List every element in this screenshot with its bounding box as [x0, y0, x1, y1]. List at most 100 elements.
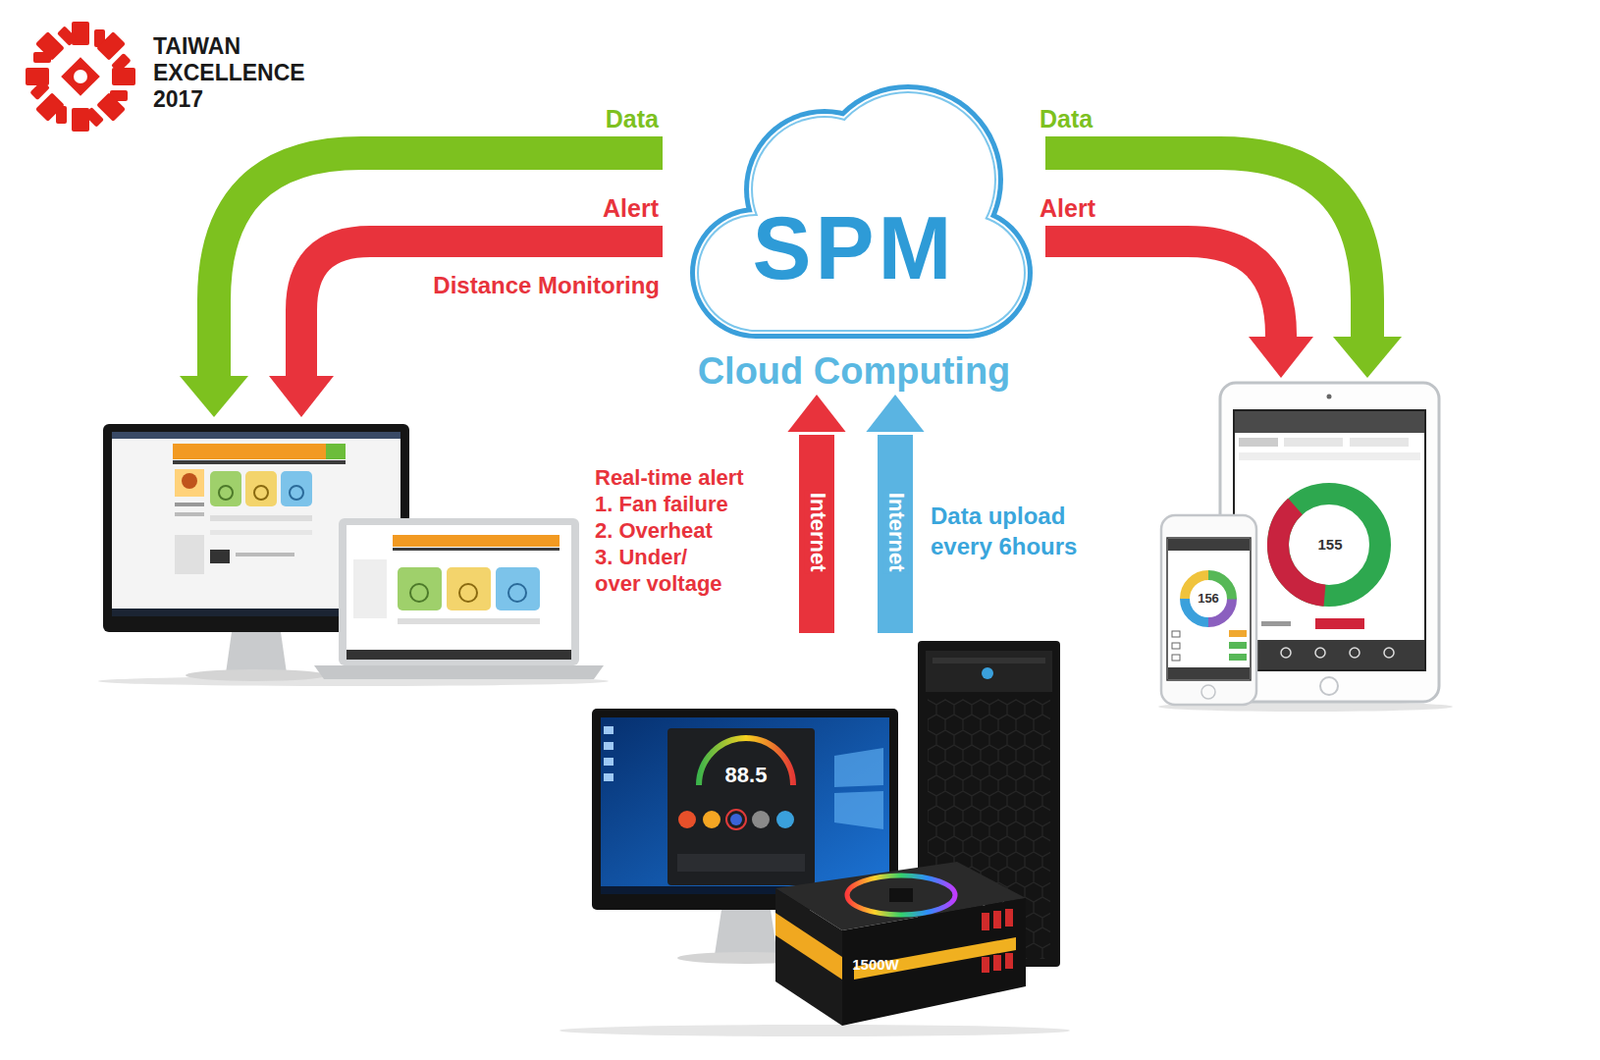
arrow-head	[1248, 336, 1314, 378]
pc-art-part	[751, 810, 770, 829]
arrow-shaft	[877, 434, 913, 634]
desktop-art-part	[314, 665, 604, 680]
arrow-shaft	[1045, 241, 1281, 338]
desktop-art-part	[210, 471, 242, 507]
desktop-art-part	[172, 460, 346, 465]
mobile-art-part	[1167, 537, 1251, 681]
alert-item: 3. Under/ over voltage	[594, 543, 733, 597]
alert-heading: Real-time alert	[594, 464, 745, 491]
mobile-group: 156 155	[1158, 377, 1448, 712]
mobile-art-part	[1315, 647, 1326, 658]
mobile-art-part	[1228, 653, 1247, 661]
desktop-art-part	[174, 469, 205, 497]
desktop-art-part	[392, 547, 560, 551]
desktop-art-part	[172, 443, 346, 460]
pc-art-part	[776, 810, 795, 829]
pc-art-part	[603, 757, 614, 766]
cloud-caption: Cloud Computing	[662, 349, 1046, 393]
edge-label: Internet	[882, 490, 908, 575]
upload-note: Data upload every 6hours	[930, 500, 1103, 562]
mobile-art-part	[1184, 575, 1232, 623]
desktop-art-part	[446, 567, 491, 611]
desktop-art-part	[185, 669, 327, 682]
pc-art-part	[677, 853, 805, 872]
mobile-art-part	[1184, 575, 1232, 623]
mobile-art-part	[1280, 647, 1291, 658]
pc-art-part	[981, 667, 994, 680]
mobile-art-part	[1172, 654, 1180, 661]
desktop-art-part	[346, 649, 572, 660]
internet-arrow	[787, 394, 846, 634]
logo-mark-part-part	[111, 67, 136, 86]
pc-art-part	[603, 726, 614, 735]
mobile-art-part	[1274, 489, 1386, 601]
mobile-art-part	[1184, 575, 1232, 623]
screen-value: 88.5	[725, 763, 768, 788]
arrow-shaft	[213, 153, 663, 377]
desktop-art-part	[218, 485, 233, 500]
pc-art-part	[847, 875, 956, 915]
mobile-art-part	[1349, 437, 1409, 447]
desktop-art-part	[338, 518, 580, 666]
desktop-art-part	[210, 515, 313, 522]
edge-label: Alert	[602, 193, 659, 223]
pc-art-part	[775, 912, 843, 980]
pc-art-part	[993, 910, 1002, 929]
desktop-art-part	[181, 473, 198, 489]
desktop-art-part	[174, 502, 205, 507]
desktop-art-part	[174, 512, 205, 517]
desktop-art-part	[459, 584, 478, 602]
desktop-art-part	[325, 443, 346, 460]
desktop-group	[98, 417, 619, 697]
mobile-art-part	[1349, 647, 1360, 658]
edge-label: Internet	[803, 490, 830, 575]
arrow-shaft	[799, 434, 835, 634]
arrow-shaft	[301, 241, 663, 377]
logo-mark-part	[25, 52, 52, 86]
alert-arrow	[1045, 241, 1314, 378]
mobile-art-part	[1327, 394, 1333, 400]
desktop-art-part	[397, 618, 540, 625]
mobile-art-part	[1184, 575, 1232, 623]
arrow-head	[1333, 336, 1402, 378]
screen-value: 1500W	[852, 957, 900, 974]
pc-group: 88.5 1500W	[588, 633, 1070, 1036]
logo-mark-part-part	[71, 21, 90, 46]
desktop-art	[98, 424, 609, 687]
logo-mark-part	[73, 69, 88, 84]
alert-item: 2. Overheat	[594, 517, 713, 544]
cloud-title: SPM	[662, 204, 1046, 293]
logo-mark-part-part	[71, 107, 90, 132]
alert-item: 1. Fan failure	[594, 490, 729, 518]
pc-art-part	[842, 898, 1026, 1026]
pc-art-part	[702, 810, 721, 829]
data-arrow	[1045, 153, 1402, 378]
pc-art-part	[981, 912, 990, 931]
mobile-art-part	[1161, 515, 1257, 705]
mobile-art-part	[1283, 437, 1343, 447]
screen-value: 156	[1197, 591, 1220, 606]
pc-art-part	[925, 650, 1053, 693]
desktop-art-part	[210, 549, 230, 564]
mobile-art-part	[1384, 647, 1394, 658]
mobile-art-part	[1238, 452, 1421, 461]
mobile-art-part	[1261, 621, 1291, 627]
pc-art-part	[1005, 908, 1014, 927]
pc-art-part	[730, 813, 743, 826]
desktop-art-part	[174, 534, 205, 575]
edge-label: Data	[1039, 104, 1093, 134]
mobile-art-part	[1228, 641, 1247, 649]
pc-art-part	[1005, 953, 1014, 969]
logo-mark	[24, 20, 138, 134]
logo-mark-part	[60, 56, 101, 97]
desktop-art-part	[280, 471, 313, 507]
desktop-art-part	[245, 471, 277, 507]
pc-art-part	[726, 809, 747, 830]
pc-art-part	[603, 773, 614, 782]
screen-value: 155	[1317, 536, 1342, 554]
internet-arrow	[865, 394, 924, 634]
pc-art-part	[678, 810, 696, 829]
pc-art-part	[714, 909, 778, 956]
